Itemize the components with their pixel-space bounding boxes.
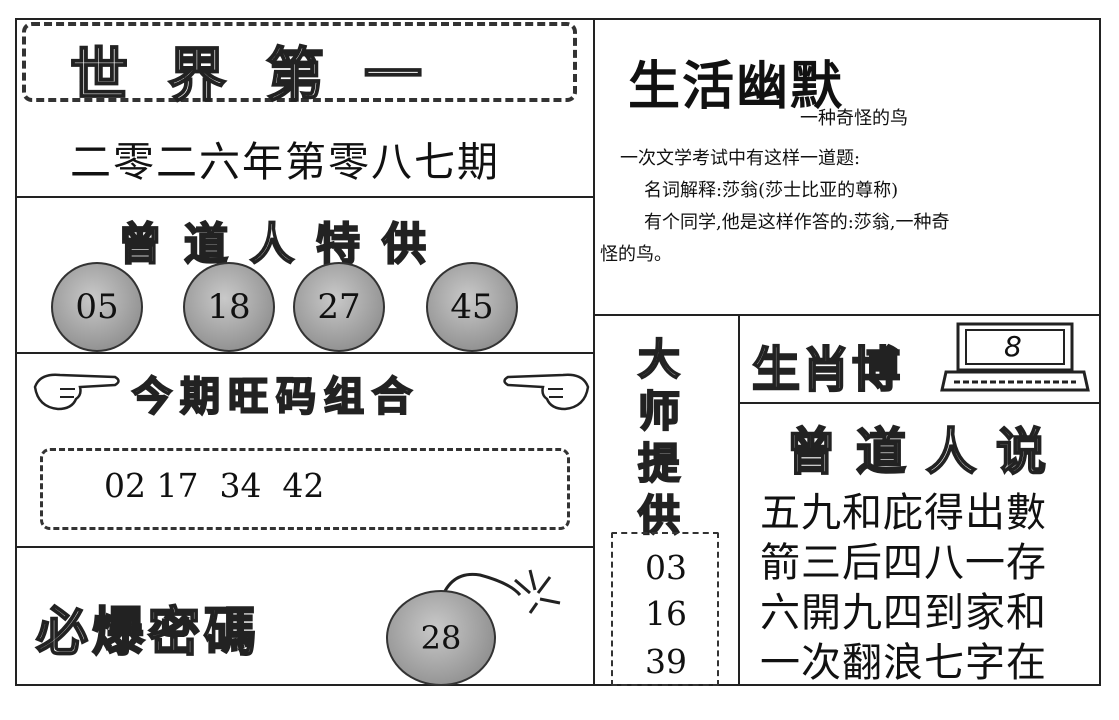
pointing-hand-right-icon xyxy=(33,373,120,411)
special-ball: 45 xyxy=(426,262,518,352)
special-ball: 27 xyxy=(293,262,385,352)
humor-line: 一次文学考试中有这样一道题: xyxy=(620,148,861,169)
bomb-icon xyxy=(438,569,561,614)
master-number: 03 xyxy=(645,548,687,587)
combo-box xyxy=(40,448,570,530)
master-char: 大 xyxy=(637,334,681,385)
bomb-ball: 28 xyxy=(386,590,496,686)
master-char: 师 xyxy=(637,386,681,437)
master-number: 39 xyxy=(645,642,687,681)
divider-right-h xyxy=(593,314,1101,316)
humor-title: 生活幽默 xyxy=(628,57,845,117)
divider-col2 xyxy=(738,314,740,686)
logo-box xyxy=(22,22,577,102)
humor-line: 有个同学,他是这样作答的:莎翁,一种奇 xyxy=(644,212,950,233)
master-number-box xyxy=(611,532,719,686)
special-ball: 05 xyxy=(51,262,143,352)
logo-text: 世界第一 xyxy=(69,40,463,110)
master-char: 提 xyxy=(637,438,681,489)
poem-line: 一次翻浪七字在 xyxy=(760,640,1047,686)
combo-title: 今期旺码组合 xyxy=(131,373,420,421)
poem-line: 箭三后四八一存 xyxy=(760,540,1047,586)
humor-line: 名词解释:莎翁(莎士比亚的尊称) xyxy=(644,180,899,201)
issue-title: 二零二六年第零八七期 xyxy=(70,138,500,186)
laptop-icon xyxy=(940,322,1090,392)
humor-line: 怪的鸟。 xyxy=(600,244,672,265)
laptop-label: 8 xyxy=(1004,330,1022,363)
special-title: 曾道人特供 xyxy=(117,218,448,271)
secret-title: 必爆密碼 xyxy=(35,602,261,664)
poem-title: 曾道人说 xyxy=(785,422,1066,482)
poem-line: 六開九四到家和 xyxy=(760,590,1047,636)
divider-right-h2 xyxy=(738,402,1101,404)
zodiac-title: 生肖博 xyxy=(751,341,903,399)
combo-numbers: 02 17 34 42 xyxy=(104,466,325,505)
humor-subtitle: 一种奇怪的鸟 xyxy=(800,108,908,129)
divider-left-1 xyxy=(15,196,595,198)
master-number: 16 xyxy=(645,594,687,633)
pointing-hand-left-icon xyxy=(503,373,590,411)
divider-left-3 xyxy=(15,546,595,548)
divider-left-2 xyxy=(15,352,595,354)
poem-line: 五九和庇得出數 xyxy=(760,490,1047,536)
special-ball: 18 xyxy=(183,262,275,352)
